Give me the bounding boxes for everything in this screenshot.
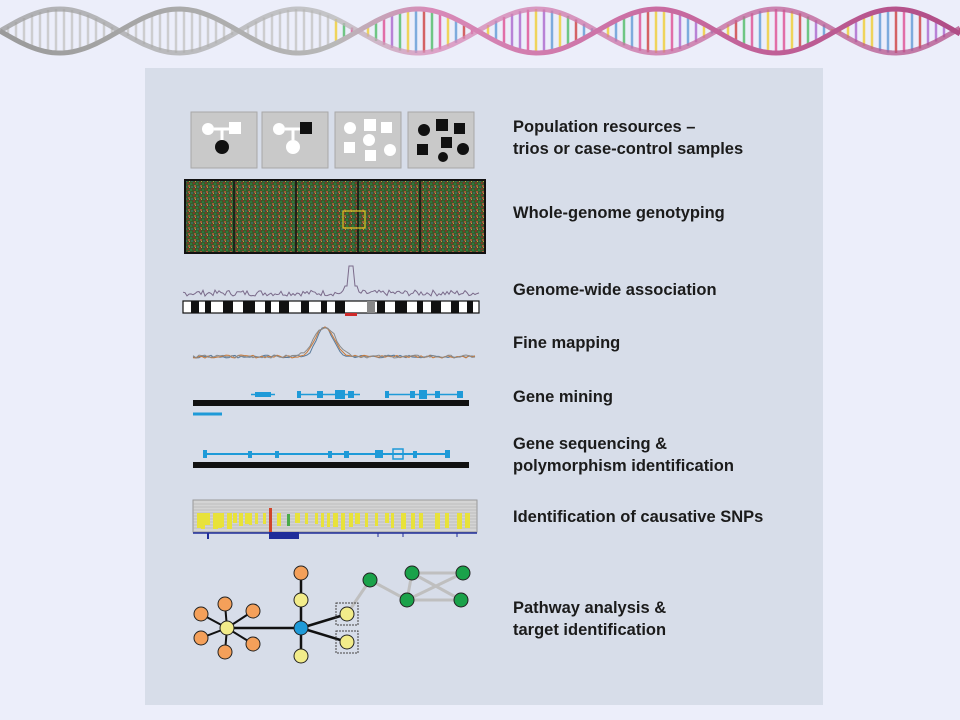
dna-helix-banner <box>0 6 960 56</box>
tile-trio-affected-child <box>190 111 258 169</box>
label-population: Population resources –trios or case-cont… <box>513 118 744 158</box>
association-plot <box>182 265 480 316</box>
tile-cases <box>407 111 475 169</box>
gene-sequencing-track <box>193 448 469 468</box>
causative-snp-browser <box>192 499 478 539</box>
gene-mining-track <box>193 390 469 416</box>
label-gene-sequencing: Gene sequencing &polymorphism identifica… <box>513 435 734 475</box>
genotyping-array <box>184 179 486 254</box>
label-pathway: Pathway analysis &target identification <box>513 599 667 639</box>
tile-controls <box>334 111 402 169</box>
association-signal <box>182 265 480 297</box>
label-gene-mining: Gene mining <box>513 388 613 406</box>
helix-strand-2 <box>0 6 960 56</box>
chromosome-ideogram <box>182 300 480 314</box>
label-fine-mapping: Fine mapping <box>513 334 621 352</box>
pathway-network <box>193 565 471 664</box>
tile-trio-affected-father <box>261 111 329 169</box>
label-genotyping: Whole-genome genotyping <box>513 204 725 222</box>
population-tiles <box>190 111 475 169</box>
helix-rungs <box>6 9 960 53</box>
gwas-workflow-panel: Population resources –trios or case-cont… <box>145 68 823 705</box>
fine-mapping-plot <box>192 326 476 359</box>
label-association: Genome-wide association <box>513 281 717 299</box>
label-causative-snps: Identification of causative SNPs <box>513 508 764 526</box>
